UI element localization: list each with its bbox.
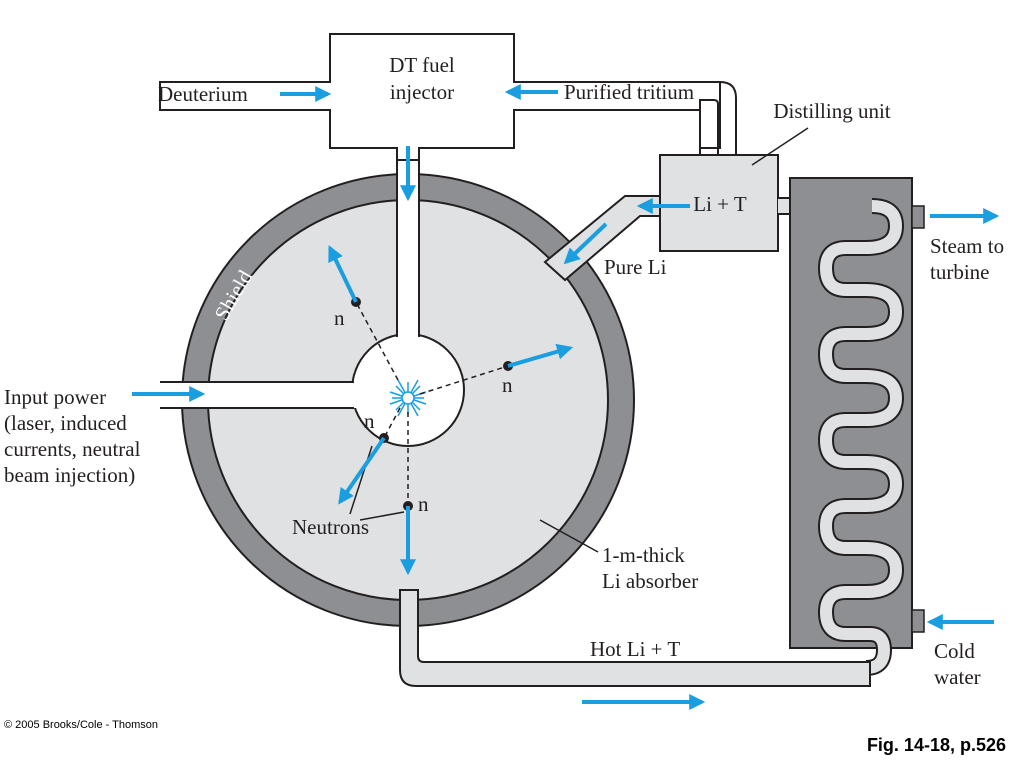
neutron-label: n (502, 373, 513, 397)
neutron-arrow (328, 245, 358, 303)
input-power-label-1: Input power (4, 385, 106, 409)
pure-li-label: Pure Li (604, 255, 667, 279)
copyright-text: © 2005 Brooks/Cole - Thomson (4, 719, 158, 731)
li-t-label: Li + T (693, 192, 747, 216)
input-power-label-2: (laser, induced (4, 411, 127, 435)
fusion-spark-icon (389, 379, 427, 417)
steam-label-1: Steam to (930, 234, 1004, 258)
fuel-injector-label-2: injector (390, 80, 454, 104)
deuterium-label: Deuterium (158, 82, 248, 106)
distilling-unit: Li + T Distilling unit (659, 99, 891, 252)
neutron-label: n (334, 306, 345, 330)
purified-tritium-label: Purified tritium (564, 80, 694, 104)
steam-label-2: turbine (930, 260, 989, 284)
pure-li-arrow (563, 222, 608, 265)
figure-reference: Fig. 14-18, p.526 (867, 735, 1006, 755)
fuel-injector-label-1: DT fuel (389, 53, 455, 77)
input-power-label-3: currents, neutral (4, 437, 141, 461)
fuel-injector: DT fuel injector (159, 33, 721, 161)
flow-arrows (132, 84, 1000, 710)
hot-li-t-pipe (399, 589, 871, 687)
heat-exchanger (789, 177, 925, 676)
cold-water-label-1: Cold (934, 639, 975, 663)
absorber-label-2: Li absorber (602, 569, 698, 593)
hot-li-t-label: Hot Li + T (590, 637, 680, 661)
neutron-label: n (418, 492, 429, 516)
neutron-arrow (507, 343, 574, 368)
neutron-tracks: n n n n (334, 297, 513, 521)
reactor-vessel (160, 148, 663, 627)
neutron-arrow (338, 436, 386, 505)
cold-water-label-2: water (934, 665, 981, 689)
neutron-label: n (364, 409, 375, 433)
distilling-unit-label: Distilling unit (773, 99, 890, 123)
input-power-label-4: beam injection) (4, 463, 135, 487)
absorber-label-1: 1-m-thick (602, 543, 685, 567)
neutrons-label: Neutrons (292, 515, 369, 539)
